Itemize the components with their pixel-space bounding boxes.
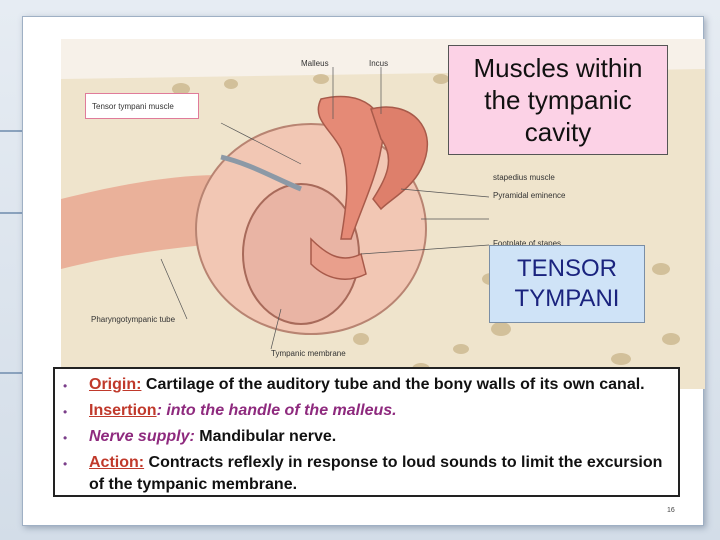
- label-tensor-tympani-muscle: Tensor tympani muscle: [85, 93, 199, 119]
- section-title-line: cavity: [524, 117, 592, 147]
- origin-label: Origin:: [89, 376, 142, 393]
- slide: Malleus Incus stapedius muscle Pyramidal…: [22, 16, 705, 526]
- origin-text: Cartilage of the auditory tube and the b…: [141, 376, 645, 393]
- bullet: •: [63, 405, 68, 419]
- insertion-text: : into the handle of the malleus.: [156, 402, 397, 419]
- bullet: •: [63, 457, 68, 471]
- muscle-info-box: • Origin: Cartilage of the auditory tube…: [53, 367, 680, 497]
- nerve-supply-row: Nerve supply: Mandibular nerve.: [89, 426, 673, 448]
- label-pyramidal-eminence: Pyramidal eminence: [493, 191, 566, 200]
- action-label: Action:: [89, 454, 145, 471]
- section-title-line: the tympanic: [484, 85, 632, 115]
- origin-row: Origin: Cartilage of the auditory tube a…: [89, 374, 673, 396]
- background-line: [0, 130, 40, 132]
- label-incus: Incus: [369, 59, 389, 68]
- section-title-line: Muscles within: [473, 53, 643, 83]
- muscle-name-line: TYMPANI: [514, 285, 620, 312]
- insertion-label: Insertion: [89, 402, 157, 419]
- section-title: Muscles within the tympanic cavity: [448, 45, 668, 155]
- nerve-supply-label: Nerve supply:: [89, 428, 195, 445]
- label-footplate-of-stapes: Footplate of stapes: [493, 239, 562, 248]
- action-row: Action: Contracts reflexly in response t…: [89, 452, 673, 496]
- background-line: [0, 212, 30, 214]
- insertion-row: Insertion: into the handle of the malleu…: [89, 400, 673, 422]
- muscle-name-box: TENSOR TYMPANI: [489, 245, 645, 323]
- label-tympanic-membrane: Tympanic membrane: [271, 349, 346, 358]
- background-line: [0, 372, 40, 374]
- slide-number: 16: [667, 507, 675, 514]
- label-pharyngotympanic-tube: Pharyngotympanic tube: [91, 315, 176, 324]
- label-stapedius-muscle: stapedius muscle: [493, 173, 555, 182]
- label-malleus: Malleus: [301, 59, 329, 68]
- action-text: Contracts reflexly in response to loud s…: [89, 454, 663, 493]
- nerve-supply-text: Mandibular nerve.: [194, 428, 337, 445]
- muscle-name-line: TENSOR: [516, 255, 617, 282]
- bullet: •: [63, 379, 68, 393]
- bullet: •: [63, 431, 68, 445]
